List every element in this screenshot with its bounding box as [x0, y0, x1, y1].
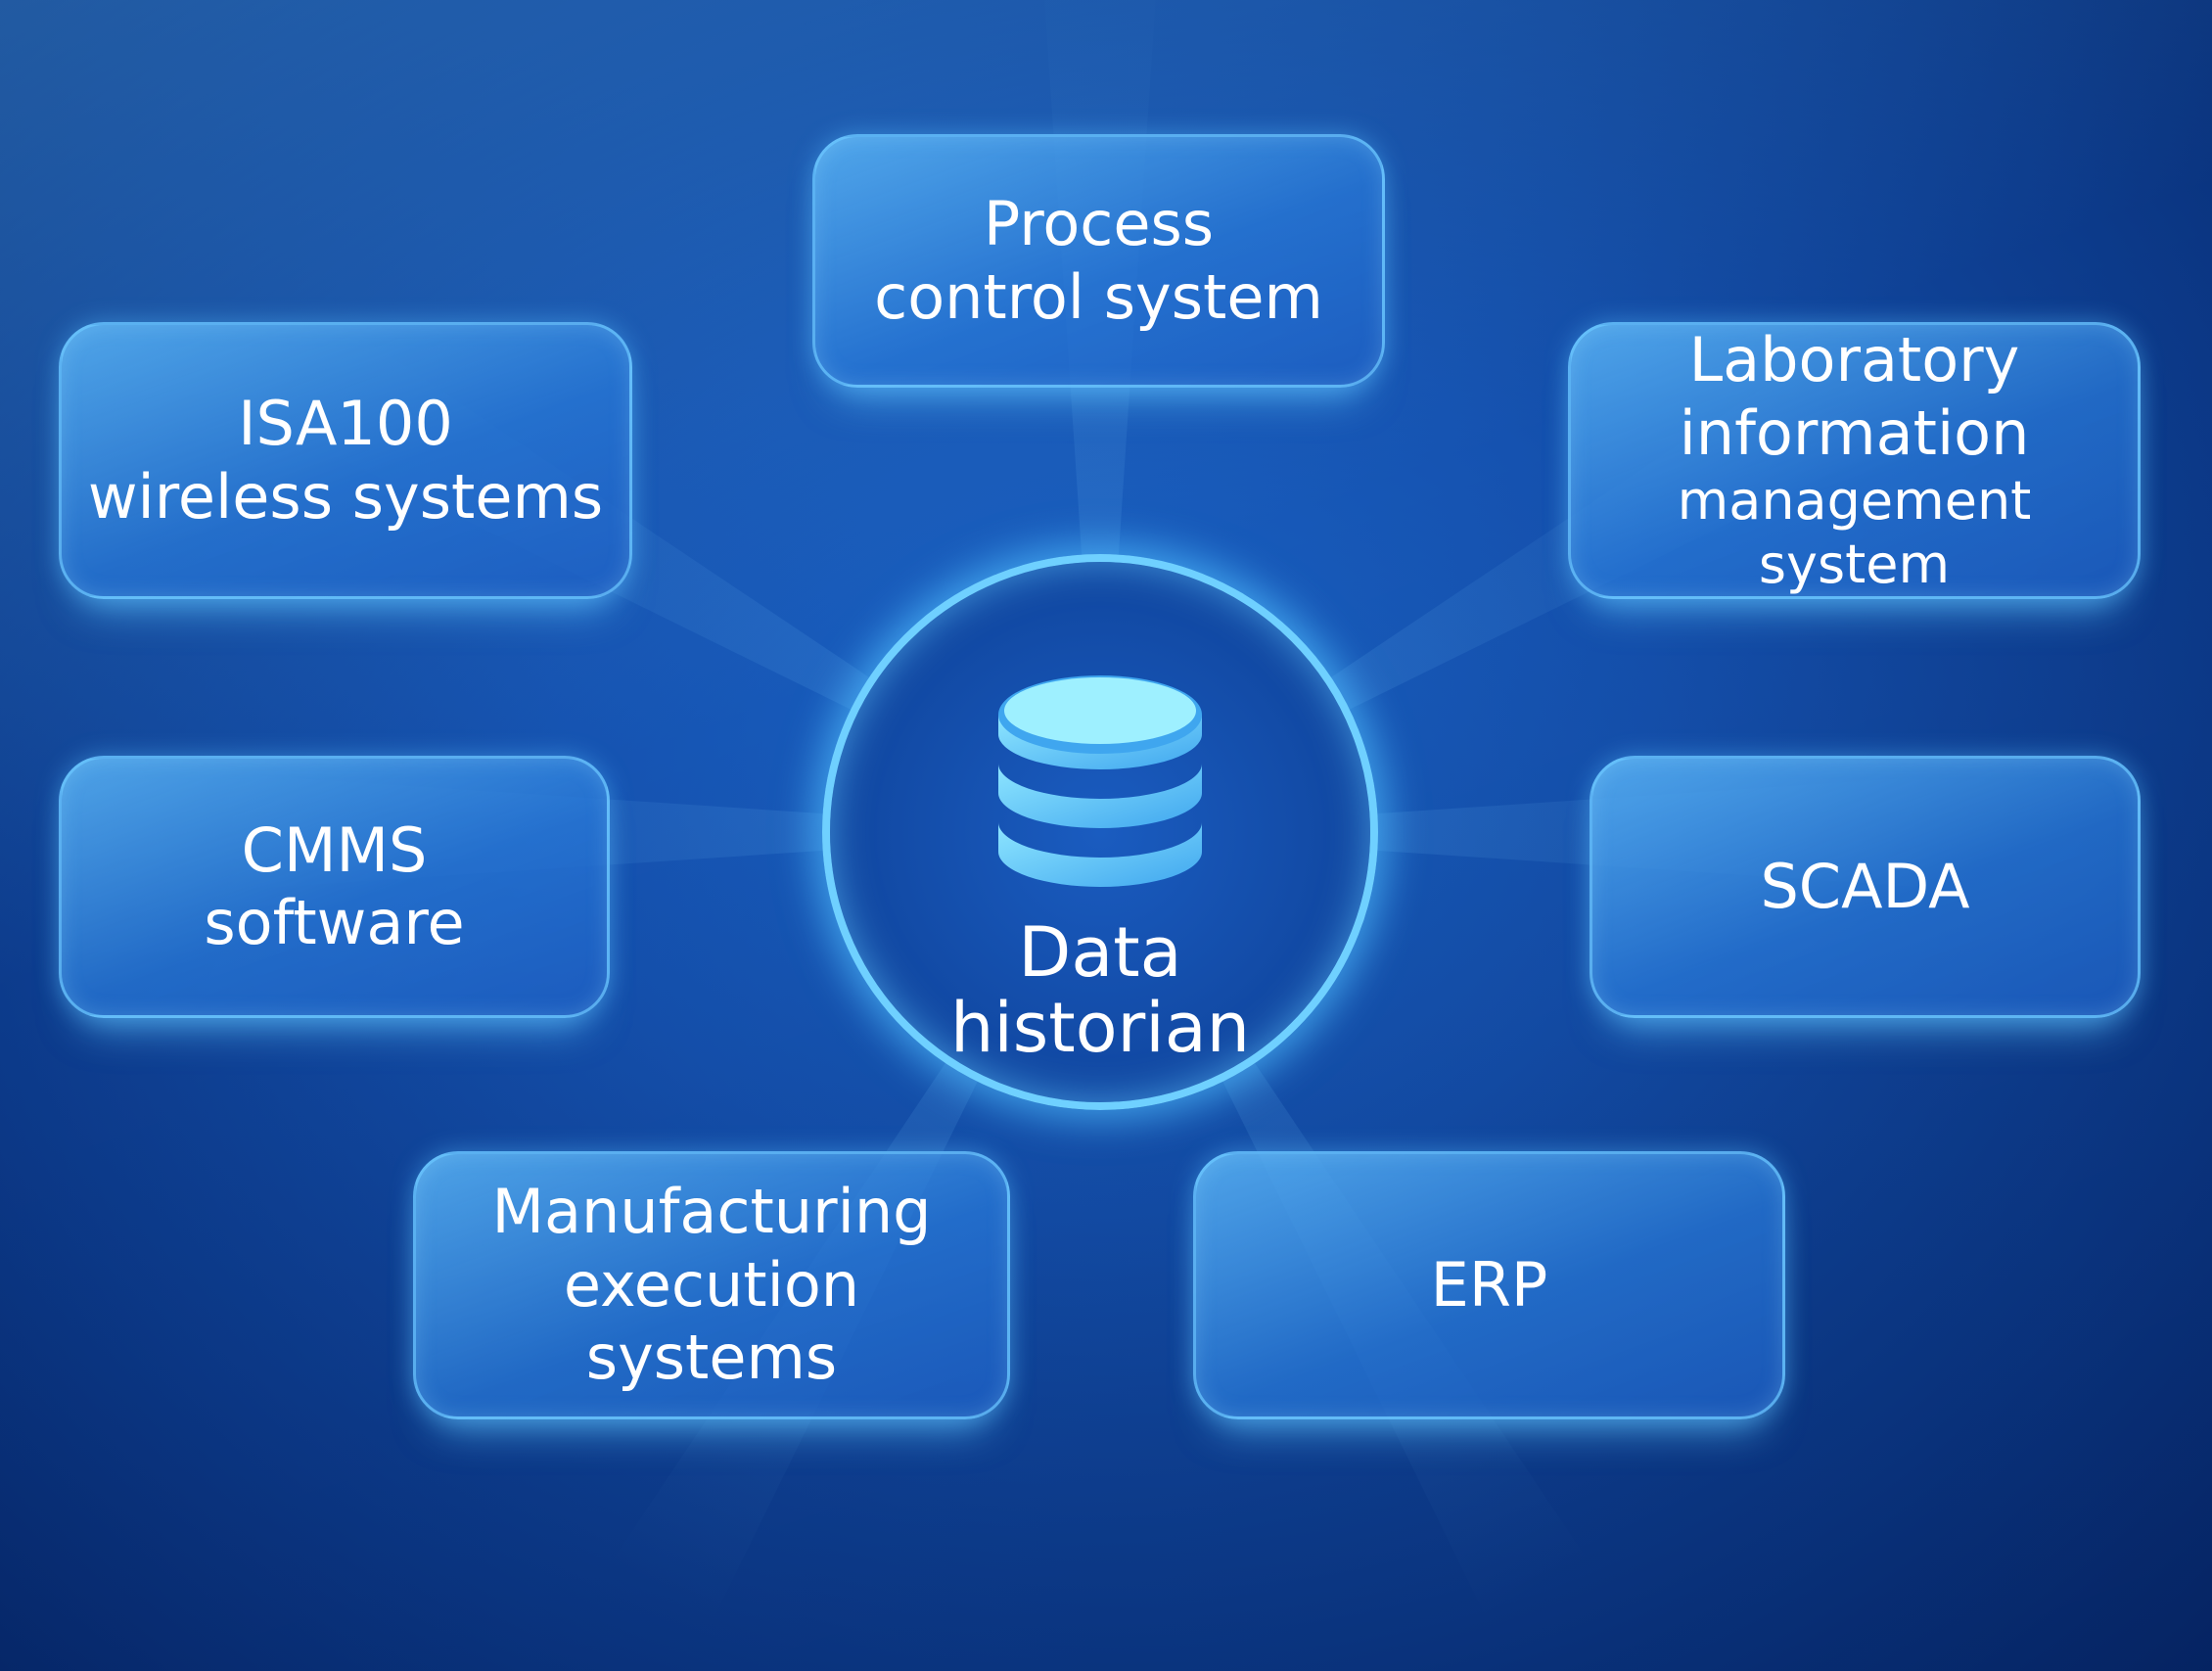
node-label: ERP — [1430, 1248, 1548, 1321]
node-label: CMMS — [241, 813, 428, 886]
node-lims: Laboratory information management system — [1568, 322, 2141, 599]
node-process-control-system: Process control system — [812, 134, 1385, 388]
node-label: ISA100 — [238, 388, 453, 460]
node-label: software — [204, 887, 465, 958]
node-label: management system — [1677, 470, 2032, 595]
database-icon — [998, 675, 1202, 887]
center-title: Data historian — [904, 915, 1296, 1066]
node-mes: Manufacturing execution systems — [413, 1151, 1010, 1419]
node-label: Laboratory — [1688, 324, 2020, 396]
node-scada: SCADA — [1590, 756, 2141, 1018]
node-cmms-software: CMMS software — [59, 756, 610, 1018]
node-label: information — [1679, 396, 2030, 469]
node-label: wireless systems — [87, 460, 604, 533]
node-erp: ERP — [1193, 1151, 1785, 1419]
node-label: Process — [983, 188, 1215, 260]
center-title-line: historian — [949, 988, 1251, 1068]
node-label: control system — [874, 260, 1323, 333]
center-title-line: Data — [1018, 912, 1182, 993]
node-label: Manufacturing — [491, 1176, 932, 1248]
data-historian-hub — [822, 554, 1378, 1110]
node-isa100-wireless: ISA100 wireless systems — [59, 322, 632, 599]
node-label: execution systems — [563, 1248, 860, 1394]
node-label: SCADA — [1760, 850, 1970, 922]
